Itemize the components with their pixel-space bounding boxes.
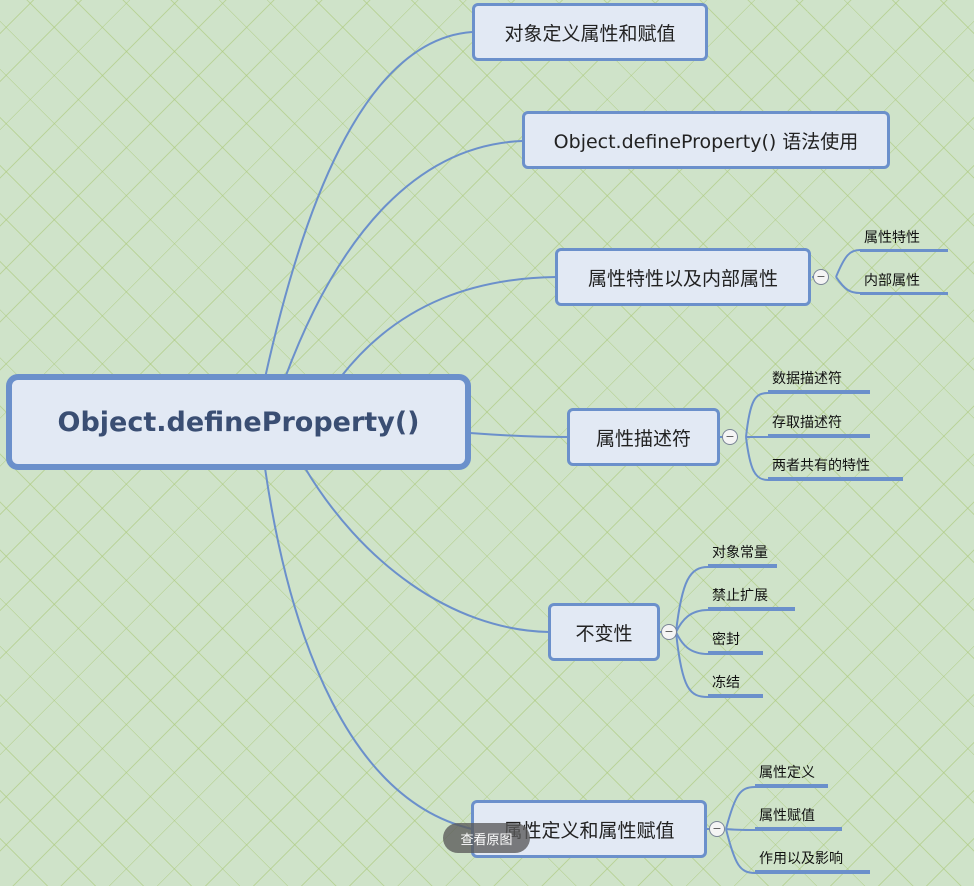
collapse-toggle-icon[interactable]: − <box>709 821 725 837</box>
collapse-toggle-icon[interactable]: − <box>722 429 738 445</box>
leaf-node[interactable]: 属性赋值 <box>755 803 842 830</box>
root-node[interactable]: Object.defineProperty() <box>6 374 471 470</box>
branch-node-syntax-usage[interactable]: Object.defineProperty() 语法使用 <box>522 111 890 169</box>
leaf-node[interactable]: 属性定义 <box>755 760 828 787</box>
branch-node-property-descriptor[interactable]: 属性描述符 <box>567 408 720 466</box>
branch-node-object-define-assign[interactable]: 对象定义属性和赋值 <box>472 3 708 61</box>
leaf-node[interactable]: 两者共有的特性 <box>768 453 903 480</box>
leaf-node[interactable]: 对象常量 <box>708 540 777 567</box>
leaf-node[interactable]: 禁止扩展 <box>708 583 795 610</box>
collapse-toggle-icon[interactable]: − <box>661 624 677 640</box>
leaf-node[interactable]: 属性特性 <box>860 225 948 252</box>
view-original-button[interactable]: 查看原图 <box>443 823 530 853</box>
branch-node-attribute-features[interactable]: 属性特性以及内部属性 <box>555 248 811 306</box>
leaf-node[interactable]: 作用以及影响 <box>755 846 870 873</box>
branch-node-immutability[interactable]: 不变性 <box>548 603 660 661</box>
collapse-toggle-icon[interactable]: − <box>813 269 829 285</box>
leaf-node[interactable]: 数据描述符 <box>768 366 870 393</box>
leaf-node[interactable]: 密封 <box>708 627 763 654</box>
leaf-node[interactable]: 内部属性 <box>860 268 948 295</box>
leaf-node[interactable]: 存取描述符 <box>768 410 870 437</box>
leaf-node[interactable]: 冻结 <box>708 670 763 697</box>
